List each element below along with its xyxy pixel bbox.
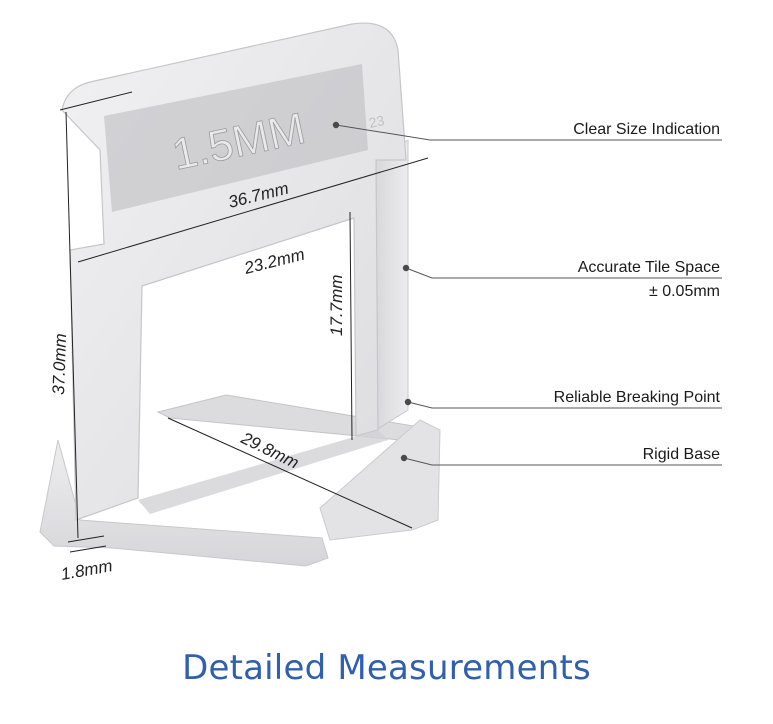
window-height-dimension: 17.7mm — [327, 275, 346, 336]
callout-leaders — [335, 124, 722, 466]
callout-tile-space-tolerance: ± 0.05mm — [649, 283, 720, 300]
section-heading: Detailed Measurements — [182, 648, 591, 688]
leveling-clip — [39, 22, 441, 567]
mold-number: 23 — [367, 112, 386, 131]
base-right-wing — [319, 419, 441, 541]
callout-tile-space: Accurate Tile Space — [578, 259, 720, 276]
base-front-lip — [138, 430, 388, 514]
callout-breaking-point: Reliable Breaking Point — [554, 389, 721, 406]
callout-size-indication: Clear Size Indication — [573, 121, 720, 138]
height-dimension: 37.0mm — [49, 333, 70, 395]
callout-dots — [332, 121, 412, 462]
callout-rigid-base: Rigid Base — [643, 446, 720, 463]
frame-side — [375, 139, 409, 431]
base-thickness-dimension: 1.8mm — [59, 556, 113, 584]
dimension-lines — [59, 91, 429, 553]
label-panel — [104, 64, 368, 212]
rigid-base-plate — [39, 439, 329, 567]
